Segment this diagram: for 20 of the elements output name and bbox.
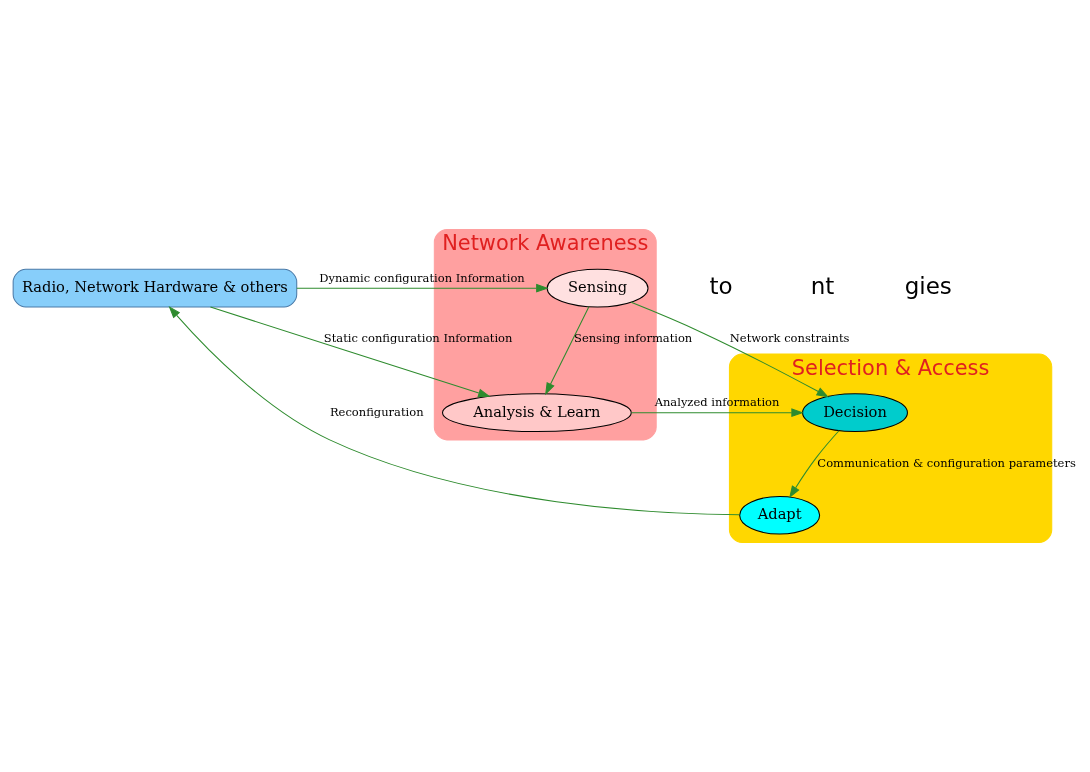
- arrow: [630, 301, 830, 398]
- label: nt: [810, 273, 835, 300]
- label: gies: [904, 273, 952, 300]
- edge-label: Static configuration Information: [323, 331, 513, 346]
- edge-label: Sensing information: [574, 331, 693, 346]
- arrow: [296, 283, 549, 293]
- node-ellipse: Decision: [802, 393, 908, 433]
- arrow: [545, 306, 590, 396]
- node-box: Radio, Network Hardware & others: [12, 268, 298, 308]
- arrow: [789, 430, 840, 499]
- label: to: [709, 273, 733, 300]
- arrow: [168, 305, 740, 516]
- node-ellipse: Adapt: [739, 495, 821, 535]
- node-ellipse: Sensing: [546, 268, 649, 308]
- edge-label: Network constraints: [729, 331, 850, 346]
- arrow: [209, 306, 491, 398]
- edge-label: Dynamic configuration Information: [319, 270, 525, 285]
- node-ellipse: Analysis & Learn: [442, 393, 632, 433]
- edge-label: Reconfiguration: [329, 404, 424, 419]
- arrow: [630, 408, 804, 418]
